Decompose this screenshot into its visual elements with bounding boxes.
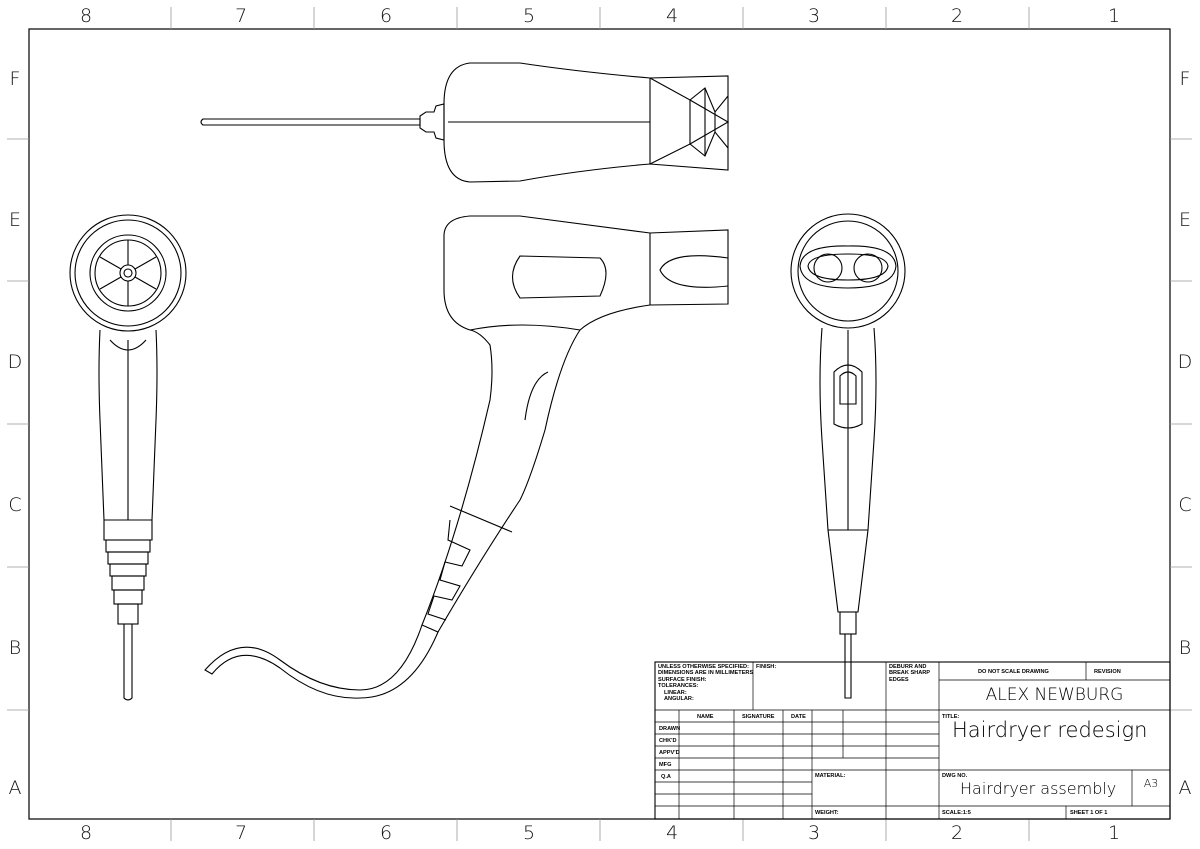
side-view [204,215,729,699]
tolerance-note: UNLESS OTHERWISE SPECIFIED: DIMENSIONS A… [658,664,754,703]
sheet-size: A3 [1143,777,1159,790]
zone-col-2: 2 [950,5,964,27]
row-drawn: DRAWN [659,726,681,732]
zone-col-6-bottom: 6 [379,822,393,844]
zone-row-a-right: A [1178,777,1192,799]
rear-view [790,213,906,699]
scale: SCALE:1:5 [942,810,971,816]
zone-col-5-bottom: 5 [522,822,536,844]
col-signature: SIGNATURE [742,714,775,720]
zone-ticks [7,7,1192,841]
zone-col-2-bottom: 2 [950,822,964,844]
do-not-scale-note: DO NOT SCALE DRAWING [978,669,1049,675]
zone-col-8: 8 [79,5,93,27]
zone-row-f: F [9,68,21,90]
zone-col-4: 4 [665,5,679,27]
zone-col-6: 6 [379,5,393,27]
zone-col-7: 7 [234,5,248,27]
row-qa: Q.A [661,774,671,780]
deburr-note: DEBURR AND BREAK SHARP EDGES [889,664,931,683]
col-name: NAME [697,714,714,720]
zone-row-d: D [7,351,23,373]
zone-row-b-right: B [1178,637,1192,659]
dwg-no-label: DWG NO. [942,773,968,779]
zone-col-1-bottom: 1 [1107,822,1121,844]
zone-row-d-right: D [1177,351,1193,373]
zone-row-c-right: C [1178,494,1192,516]
drawing-title: Hairdryer redesign [952,718,1148,742]
zone-col-7-bottom: 7 [234,822,248,844]
row-approved: APPV'D [659,750,680,756]
revision-label: REVISION [1094,669,1121,675]
zone-row-b: B [8,637,22,659]
title-block-grid [654,661,1171,820]
zone-row-e-right: E [1178,209,1191,231]
row-checked: CHK'D [659,738,677,744]
zone-row-f-right: F [1179,68,1191,90]
finish-label: FINISH: [756,664,777,670]
zone-col-1: 1 [1107,5,1121,27]
col-date: DATE [791,714,806,720]
sheet-number: SHEET 1 OF 1 [1070,810,1108,816]
weight-label: WEIGHT: [815,810,839,816]
zone-col-3: 3 [807,5,821,27]
zone-row-a: A [8,777,22,799]
zone-row-e: E [8,209,21,231]
zone-col-3-bottom: 3 [807,822,821,844]
row-mfg: MFG [659,762,672,768]
material-label: MATERIAL: [815,773,846,779]
dwg-no: Hairdryer assembly [960,779,1117,798]
top-view [200,62,730,183]
title-label: TITLE: [942,714,960,720]
zone-row-c: C [8,494,22,516]
front-view [69,214,187,701]
zone-col-4-bottom: 4 [665,822,679,844]
zone-col-8-bottom: 8 [79,822,93,844]
zone-col-5: 5 [522,5,536,27]
company-name: ALEX NEWBURG [985,685,1124,705]
